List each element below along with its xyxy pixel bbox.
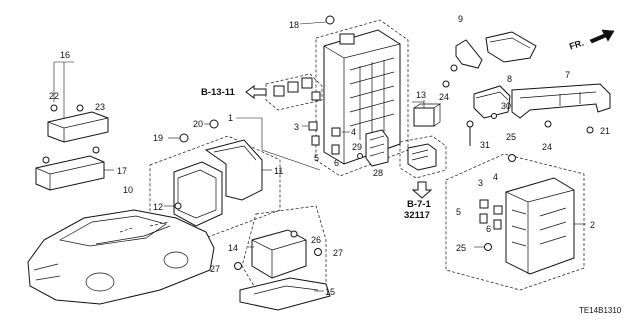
label-29: 29: [352, 142, 362, 152]
label-24a: 24: [439, 92, 449, 102]
label-11: 11: [274, 166, 283, 176]
label-23: 23: [95, 102, 105, 112]
ref-32117[interactable]: 32117: [404, 210, 430, 221]
connector-assembly: [357, 129, 389, 167]
label-6b: 6: [486, 224, 491, 234]
front-direction-indicator: FR.: [568, 29, 615, 52]
label-8: 8: [507, 74, 512, 84]
label-25b: 25: [456, 243, 466, 253]
relay-unit-assembly: [35, 61, 114, 191]
label-1: 1: [228, 113, 233, 123]
label-3b: 3: [478, 178, 483, 188]
sensor-bracket-assembly: [234, 205, 331, 311]
label-5b: 5: [456, 207, 461, 217]
label-5a: 5: [314, 153, 319, 163]
label-19: 19: [153, 133, 163, 143]
small-fuses-group-1: [302, 121, 350, 155]
label-3a: 3: [294, 122, 299, 132]
label-22: 22: [49, 91, 59, 101]
label-27a: 27: [210, 264, 220, 274]
fr-arrow-icon: [589, 29, 615, 44]
vehicle-silhouette: [27, 209, 215, 305]
label-25a: 25: [506, 132, 516, 142]
label-7: 7: [565, 70, 570, 80]
label-16: 16: [60, 50, 70, 60]
label-20: 20: [193, 119, 203, 129]
ref-b71[interactable]: B-7-1: [407, 199, 431, 210]
callout-labels: 16 22 23 17 10 12 19 20 11 1 18 3 4 5 6 …: [49, 14, 610, 297]
label-27b: 27: [333, 248, 343, 258]
label-9: 9: [458, 14, 463, 24]
label-14: 14: [228, 243, 238, 253]
label-6a: 6: [334, 158, 339, 168]
label-4a: 4: [351, 127, 356, 137]
label-24b: 24: [542, 142, 552, 152]
label-2: 2: [590, 220, 595, 230]
control-unit-2: [445, 153, 586, 291]
label-26: 26: [311, 235, 321, 245]
label-15: 15: [325, 287, 335, 297]
control-module-assembly: [149, 119, 281, 241]
label-17: 17: [117, 166, 127, 176]
relay-13: [413, 103, 442, 127]
ref-b1311[interactable]: B-13-11: [201, 87, 236, 98]
label-12: 12: [153, 202, 163, 212]
label-10: 10: [123, 185, 133, 195]
connector-b71: [399, 135, 447, 199]
label-18: 18: [289, 20, 299, 30]
bracket-relay-cluster: [412, 31, 611, 146]
reference-callouts: B-13-11 B-7-1 32117: [201, 87, 431, 221]
label-28: 28: [373, 168, 383, 178]
diagram-code: TE14B1310: [579, 306, 622, 315]
label-31: 31: [480, 140, 490, 150]
label-13: 13: [416, 90, 426, 100]
fr-label: FR.: [568, 38, 585, 52]
label-21: 21: [600, 126, 610, 136]
label-4b: 4: [493, 172, 498, 182]
label-30: 30: [501, 101, 511, 111]
